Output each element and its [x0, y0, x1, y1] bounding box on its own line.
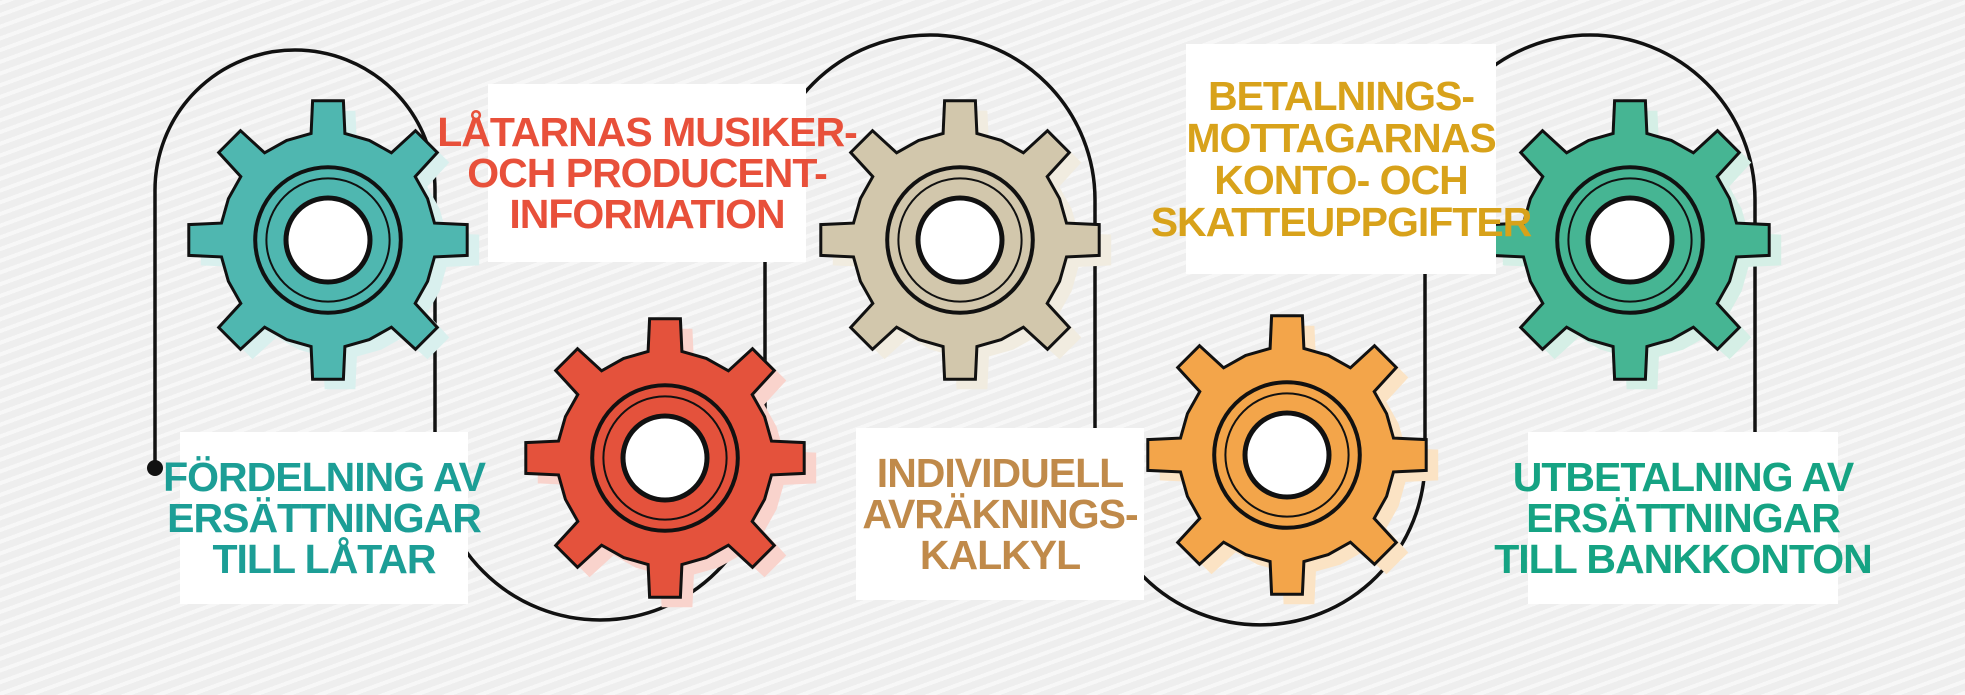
step-4-line-4: SKATTEUPPGIFTER	[1150, 199, 1533, 245]
step-3-line-2: AVRÄKNINGS-	[862, 490, 1138, 537]
step-5-line-1: UTBETALNING AV	[1512, 453, 1855, 500]
step-5-line-3: TILL BANKKONTON	[1494, 535, 1873, 582]
step-4-line-1: BETALNINGS-	[1207, 73, 1475, 119]
gear-icon	[1489, 99, 1782, 390]
step-4-line-2: MOTTAGARNAS	[1186, 115, 1496, 161]
step-3-line-3: KALKYL	[919, 531, 1081, 578]
gear-ring	[590, 383, 740, 533]
gear-ring	[885, 165, 1035, 315]
gear-icon	[187, 99, 480, 390]
gear-inner-ring	[265, 177, 391, 303]
gear-ring	[1212, 380, 1362, 530]
gear-inner-ring	[1567, 177, 1693, 303]
gear-hole	[620, 413, 710, 503]
step-2-label: LÅTARNAS MUSIKER- OCH PRODUCENT- INFORMA…	[437, 84, 858, 262]
gear-hole	[283, 195, 373, 285]
step-3-line-1: INDIVIDUELL	[876, 449, 1124, 496]
start-dot	[147, 460, 163, 476]
step-3-label: INDIVIDUELL AVRÄKNINGS- KALKYL	[856, 428, 1144, 600]
step-4-line-3: KONTO- OCH	[1214, 157, 1468, 203]
gear-hole	[1585, 195, 1675, 285]
step-4-label: BETALNINGS- MOTTAGARNAS KONTO- OCH SKATT…	[1151, 44, 1532, 274]
step-5-label: UTBETALNING AV ERSÄTTNINGAR TILL BANKKON…	[1494, 432, 1873, 604]
step-1-line-3: TILL LÅTAR	[212, 535, 436, 582]
gear-hole	[915, 195, 1005, 285]
step-2-line-2: OCH PRODUCENT-	[467, 149, 828, 196]
gear-icon	[819, 99, 1112, 390]
gear-icon	[1146, 314, 1439, 605]
step-1-line-2: ERSÄTTNINGAR	[167, 494, 482, 541]
step-1-line-1: FÖRDELNING AV	[163, 453, 486, 500]
step-5-line-2: ERSÄTTNINGAR	[1526, 494, 1841, 541]
step-2-line-1: LÅTARNAS MUSIKER-	[437, 108, 858, 155]
gear-hole	[1242, 410, 1332, 500]
step-2-line-3: INFORMATION	[509, 190, 785, 237]
gear-inner-ring	[1224, 392, 1350, 518]
gear-inner-ring	[602, 395, 728, 521]
gear-ring	[253, 165, 403, 315]
gear-inner-ring	[897, 177, 1023, 303]
gear-icon	[524, 317, 817, 608]
step-1-label: FÖRDELNING AV ERSÄTTNINGAR TILL LÅTAR	[163, 432, 486, 604]
gear-ring	[1555, 165, 1705, 315]
